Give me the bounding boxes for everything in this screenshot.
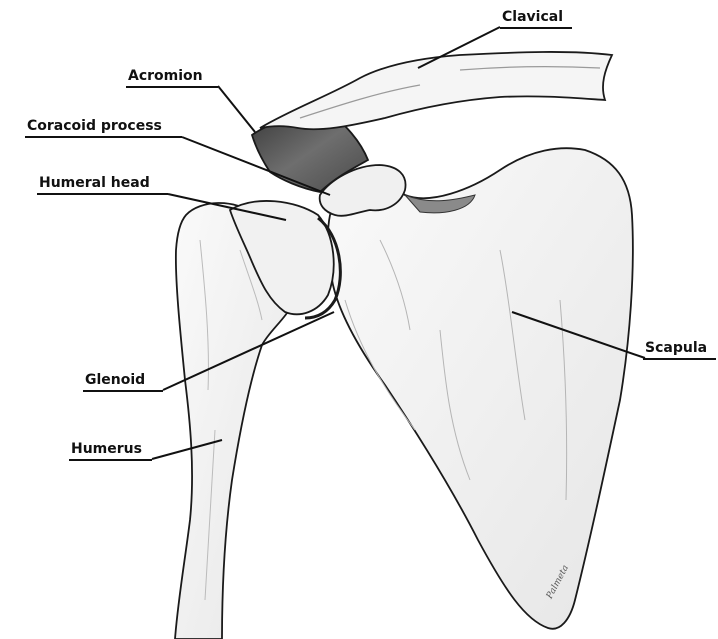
label-acromion: Acromion [128, 68, 203, 84]
clavicle-bone [260, 52, 612, 129]
label-humerus: Humerus [71, 441, 142, 457]
label-coracoid-process: Coracoid process [27, 118, 162, 134]
label-humeral-head: Humeral head [39, 175, 150, 191]
label-clavical: Clavical [502, 9, 563, 25]
scapula-bone [328, 148, 633, 629]
label-glenoid: Glenoid [85, 372, 145, 388]
label-scapula: Scapula [645, 340, 707, 356]
leader-line-acromion [218, 86, 255, 132]
